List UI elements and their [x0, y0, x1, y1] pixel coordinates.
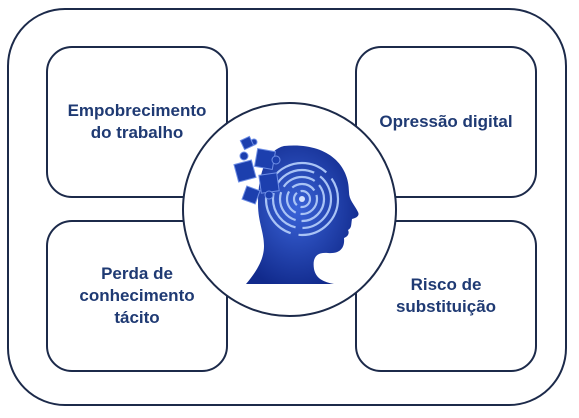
box-label-line: conhecimento: [79, 286, 195, 305]
box-label-line: Perda de: [101, 264, 173, 283]
outer-frame: [7, 8, 567, 406]
head-puzzle-maze-icon: [233, 135, 359, 284]
box-label-line: Empobrecimento: [67, 101, 207, 120]
box-label-line: Risco de: [410, 275, 482, 294]
box-label-line: do trabalho: [90, 123, 184, 142]
box-label-line: Opressão digital: [379, 112, 513, 131]
box-perda-conhecimento: Perda de conhecimento tácito: [46, 220, 228, 372]
box-label-line: substituição: [395, 297, 497, 316]
center-circle: [182, 102, 397, 317]
maze-rings: [264, 161, 340, 237]
box-label-line: tácito: [114, 308, 160, 327]
puzzle-pieces: [233, 135, 281, 205]
